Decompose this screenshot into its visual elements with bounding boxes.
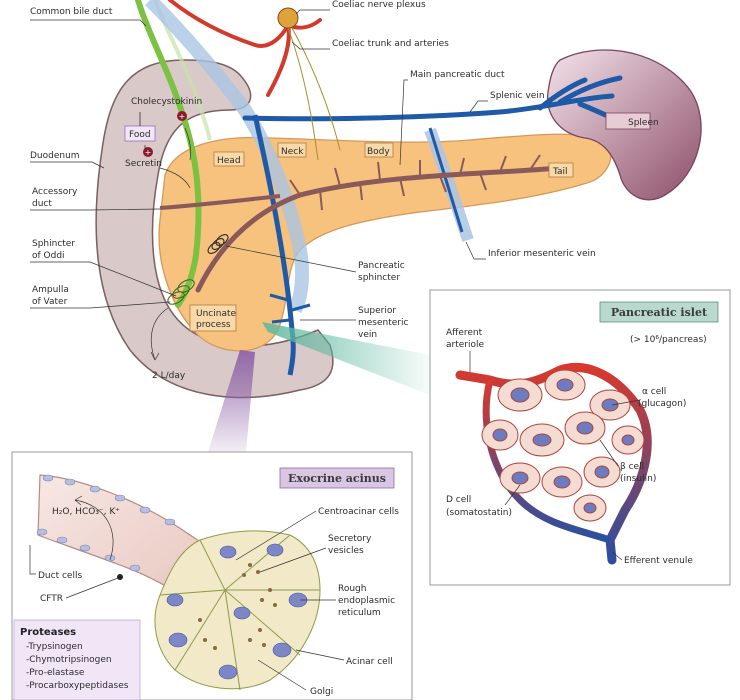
common-bile-duct	[135, 0, 202, 308]
label-sup-mesenteric-line2: mesenteric	[358, 318, 409, 328]
label-volume: 2 L/day	[152, 371, 186, 381]
secretory-vesicles	[198, 563, 277, 650]
sphincter-coils	[167, 234, 229, 305]
label-cftr: CFTR	[40, 594, 63, 604]
label-dcell-line2: (somatostatin)	[446, 508, 512, 518]
islet-title-box	[599, 301, 719, 323]
label-beta-line1: β cell	[620, 462, 644, 472]
label-inferior-mesenteric-vein: Inferior mesenteric vein	[488, 249, 596, 259]
islet-title: Pancreatic islet	[611, 306, 708, 319]
svg-text:+: +	[145, 148, 152, 157]
label-sphincter-oddi-line1: Sphincter	[32, 239, 75, 249]
label-accessory-duct-line1: Accessory	[32, 187, 78, 197]
islet-cells	[481, 369, 645, 522]
label-proteases: Proteases	[20, 627, 76, 638]
label-coeliac-nerve-plexus: Coeliac nerve plexus	[332, 0, 426, 10]
islet-count: (> 10⁶/pancreas)	[630, 335, 707, 345]
label-secretory-line1: Secretory	[328, 534, 372, 544]
label-coeliac-trunk: Coeliac trunk and arteries	[332, 39, 449, 49]
label-rough-er-line2: endoplasmic	[338, 596, 395, 606]
label-accessory-duct-line2: duct	[32, 199, 52, 209]
label-cholecystokinin: Cholecystokinin	[131, 97, 202, 107]
label-secretion: H₂O, HCO₃⁻, K⁺	[52, 507, 120, 517]
splenic-vein-vessel	[242, 75, 629, 127]
label-sphincter-oddi-line2: of Oddi	[32, 251, 65, 261]
enzyme-procarboxypeptidases: -Procarboxypeptidases	[26, 681, 129, 691]
label-neck: Neck	[281, 147, 304, 157]
enzyme-pro-elastase: -Pro-elastase	[26, 668, 85, 678]
acinus-title-box	[279, 467, 395, 489]
acinus-pointer-beam	[208, 350, 255, 452]
label-acinar-cell: Acinar cell	[346, 657, 393, 667]
plus-icon-secretin	[143, 147, 153, 157]
accessory-duct	[159, 194, 281, 210]
label-pancreatic-sphincter-line2: sphincter	[358, 273, 400, 283]
label-body: Body	[367, 147, 390, 157]
label-ampulla-line1: Ampulla	[32, 285, 69, 295]
svg-text:+: +	[179, 112, 186, 121]
label-rough-er-line1: Rough	[338, 584, 366, 594]
label-golgi: Golgi	[310, 687, 333, 697]
label-food: Food	[129, 130, 151, 140]
label-ampulla-line2: of Vater	[32, 297, 68, 307]
label-sup-mesenteric-line3: vein	[358, 330, 377, 340]
enzyme-list-box	[13, 619, 141, 700]
label-uncinate-line2: process	[196, 320, 231, 330]
label-splenic-vein: Splenic vein	[490, 91, 545, 101]
label-duodenum: Duodenum	[30, 151, 80, 161]
label-dcell-line1: D cell	[446, 495, 471, 505]
cftr-channel	[117, 574, 123, 580]
acinar-nuclei	[166, 543, 308, 680]
label-sup-mesenteric-line1: Superior	[358, 306, 396, 316]
label-pancreatic-sphincter-line1: Pancreatic	[358, 261, 405, 271]
islet-pointer-beam	[262, 322, 430, 395]
label-afferent-line1: Afferent	[446, 328, 483, 338]
label-alpha-line1: α cell	[642, 387, 666, 397]
label-alpha-line2: (glucagon)	[638, 399, 686, 409]
label-common-bile-duct: Common bile duct	[30, 7, 113, 17]
enzyme-chymotrypsinogen: -Chymotripsinogen	[26, 655, 112, 665]
label-duct-cells: Duct cells	[38, 571, 82, 581]
label-efferent: Efferent venule	[624, 556, 693, 566]
label-spleen: Spleen	[628, 118, 659, 128]
superior-mesenteric-vein	[145, 0, 310, 314]
label-secretin: Secretin	[125, 159, 162, 169]
label-head: Head	[217, 156, 241, 166]
label-main-pancreatic-duct: Main pancreatic duct	[410, 70, 505, 80]
label-rough-er-line3: reticulum	[338, 608, 381, 618]
acinus-title: Exocrine acinus	[288, 472, 386, 485]
plus-icon-cck	[177, 111, 187, 121]
label-centroacinar: Centroacinar cells	[318, 507, 399, 517]
duct-cell-nuclei	[36, 474, 176, 572]
label-uncinate-line1: Uncinate	[196, 309, 236, 319]
label-beta-line2: (insulin)	[620, 474, 656, 484]
label-secretory-line2: vesicles	[328, 546, 364, 556]
label-afferent-line2: arteriole	[446, 340, 484, 350]
label-tail: Tail	[552, 167, 568, 177]
main-pancreatic-duct	[195, 165, 563, 293]
coeliac-nerve-plexus-node	[277, 7, 299, 29]
enzyme-trypsinogen: -Trypsinogen	[26, 642, 83, 652]
